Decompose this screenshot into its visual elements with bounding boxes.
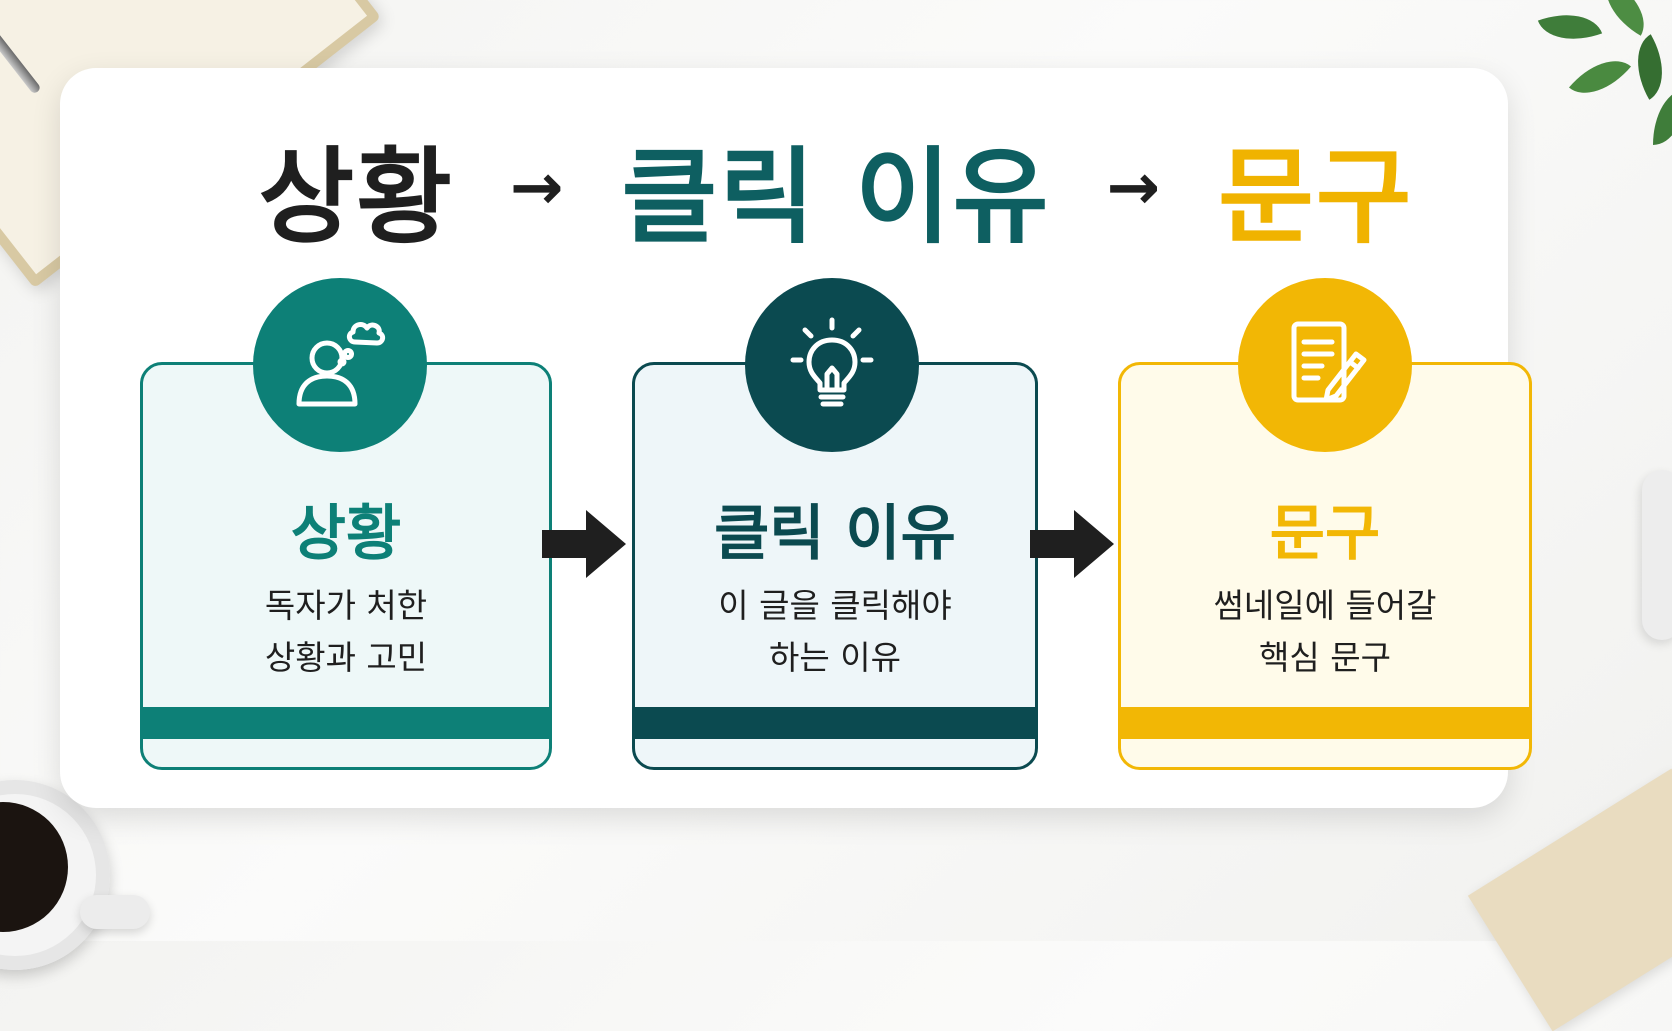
card-accent-band	[635, 707, 1035, 739]
flow-arrow-right	[542, 510, 626, 578]
person-thought-icon	[253, 278, 427, 452]
card-accent-band	[143, 707, 549, 739]
card-description-line: 상황과 고민	[143, 632, 549, 684]
mug-handle-decoration	[80, 895, 150, 929]
tray-decoration	[1468, 769, 1672, 1031]
card-description: 이 글을 클릭해야 하는 이유	[635, 580, 1035, 684]
lightbulb-icon	[745, 278, 919, 452]
card-description-line: 독자가 처한	[143, 580, 549, 632]
card-accent-band	[1121, 707, 1529, 739]
headline-step-copy: 문구	[1218, 112, 1413, 263]
card-title: 상황	[143, 485, 549, 572]
flow-arrow-right	[1030, 510, 1114, 578]
card-title: 문구	[1121, 485, 1529, 572]
card-description: 독자가 처한 상황과 고민	[143, 580, 549, 684]
card-description-line: 썸네일에 들어갈	[1121, 580, 1529, 632]
card-title: 클릭 이유	[635, 485, 1035, 572]
document-pencil-icon	[1238, 278, 1412, 452]
side-object-decoration	[1642, 470, 1672, 640]
headline-step-situation: 상황	[259, 112, 454, 263]
headline-arrow-1: →	[510, 151, 566, 225]
card-description-line: 이 글을 클릭해야	[635, 580, 1035, 632]
headline-arrow-2: →	[1106, 151, 1162, 225]
card-description-line: 핵심 문구	[1121, 632, 1529, 684]
headline-step-click-reason: 클릭 이유	[622, 112, 1051, 263]
headline: 상황 → 클릭 이유 → 문구	[0, 112, 1672, 263]
card-description-line: 하는 이유	[635, 632, 1035, 684]
coffee-mug-decoration	[0, 780, 110, 970]
card-description: 썸네일에 들어갈 핵심 문구	[1121, 580, 1529, 684]
